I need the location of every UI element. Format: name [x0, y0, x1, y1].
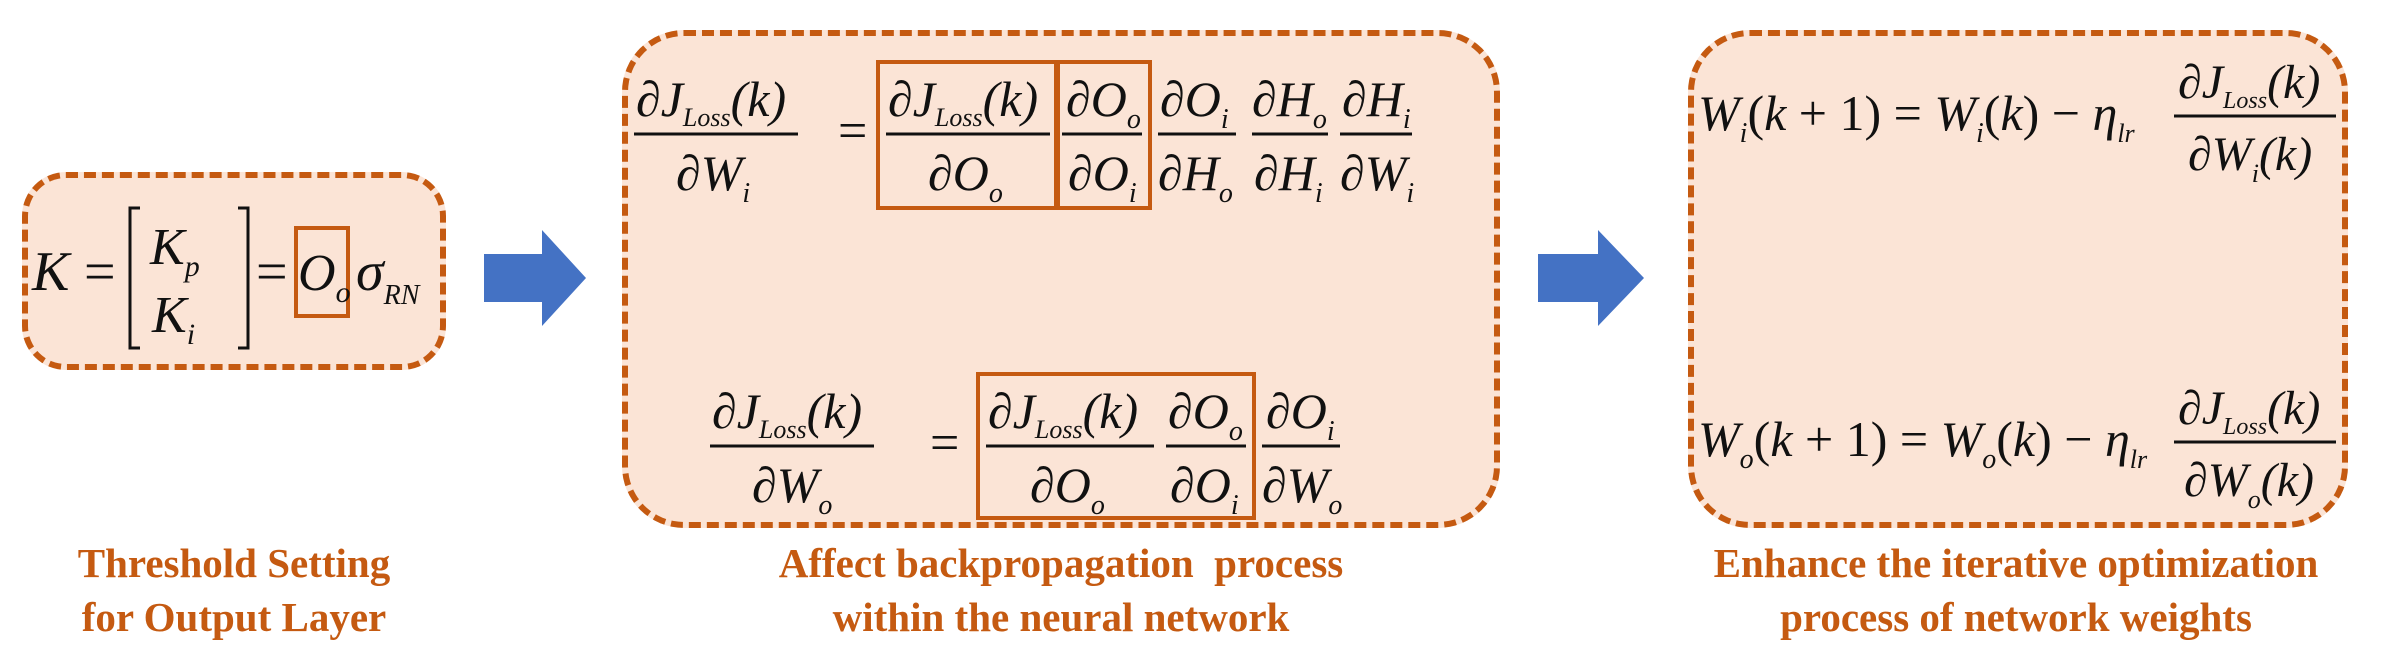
- svg-text:∂Wo: ∂Wo: [752, 457, 832, 521]
- svg-text:∂Wi: ∂Wi: [1340, 145, 1414, 209]
- svg-text:∂Wo: ∂Wo: [1262, 457, 1342, 521]
- right-arrow-icon: [484, 230, 586, 326]
- svg-text:∂JLoss(k): ∂JLoss(k): [888, 71, 1038, 132]
- svg-text:∂Oi: ∂Oi: [1068, 145, 1137, 209]
- svg-text:Oo: Oo: [298, 245, 351, 309]
- backpropagation-caption: Affect backpropagation process within th…: [622, 536, 1500, 644]
- caption-line: process of network weights: [1780, 594, 2252, 640]
- svg-text:∂Oo: ∂Oo: [928, 145, 1003, 209]
- svg-text:∂Wo(k): ∂Wo(k): [2184, 454, 2314, 514]
- svg-text:∂Oi: ∂Oi: [1160, 71, 1229, 135]
- svg-text:=: =: [930, 415, 959, 472]
- svg-text:σRN: σRN: [356, 241, 421, 311]
- svg-text:∂Ho: ∂Ho: [1252, 71, 1327, 135]
- svg-text:∂Oo: ∂Oo: [1030, 457, 1105, 521]
- backprop-equations: ∂JLoss(k) ∂Wi = ∂JLoss(k) ∂Oo ∂Oo ∂Oi ∂O…: [634, 60, 1414, 521]
- threshold-caption: Threshold Setting for Output Layer: [0, 536, 468, 644]
- svg-text:=: =: [256, 241, 288, 303]
- weight-update-panel: [1688, 30, 2348, 528]
- right-arrow-icon: [1538, 230, 1644, 326]
- svg-text:∂JLoss(k): ∂JLoss(k): [636, 71, 786, 132]
- svg-text:=: =: [838, 103, 867, 160]
- svg-text:∂JLoss(k): ∂JLoss(k): [712, 383, 862, 444]
- caption-line: Affect backpropagation process: [778, 540, 1344, 586]
- svg-text:∂Oo: ∂Oo: [1066, 71, 1141, 135]
- caption-line: Enhance the iterative optimization: [1713, 540, 2319, 586]
- svg-text:∂Oo: ∂Oo: [1168, 383, 1243, 447]
- svg-text:=: =: [84, 241, 116, 303]
- svg-text:∂JLoss(k): ∂JLoss(k): [2178, 56, 2320, 114]
- svg-text:Kp: Kp: [149, 219, 200, 283]
- caption-line: Threshold Setting: [77, 540, 391, 586]
- svg-text:Wi(k + 1) = Wi(k) − ηlr: Wi(k + 1) = Wi(k) − ηlr: [1698, 85, 2136, 149]
- svg-text:∂Ho: ∂Ho: [1158, 145, 1233, 209]
- threshold-panel: [22, 172, 446, 370]
- svg-text:Wo(k + 1) = Wo(k) − ηlr: Wo(k + 1) = Wo(k) − ηlr: [1698, 411, 2148, 475]
- svg-text:∂Hi: ∂Hi: [1254, 145, 1323, 209]
- weight-update-caption: Enhance the iterative optimization proce…: [1640, 536, 2392, 644]
- svg-text:Ki: Ki: [151, 287, 195, 351]
- threshold-equation: K = Kp Ki = Oo σRN: [31, 206, 421, 351]
- caption-line: within the neural network: [832, 594, 1290, 640]
- svg-text:∂JLoss(k): ∂JLoss(k): [2178, 382, 2320, 440]
- svg-text:K: K: [31, 241, 72, 303]
- svg-text:∂Oi: ∂Oi: [1170, 457, 1239, 521]
- svg-text:∂Hi: ∂Hi: [1342, 71, 1411, 135]
- svg-text:∂Wi(k): ∂Wi(k): [2188, 128, 2312, 188]
- svg-text:∂Oi: ∂Oi: [1266, 383, 1335, 447]
- svg-text:∂JLoss(k): ∂JLoss(k): [988, 383, 1138, 444]
- caption-line: for Output Layer: [81, 594, 387, 640]
- weight-update-equations: Wi(k + 1) = Wi(k) − ηlr ∂JLoss(k) ∂Wi(k)…: [1698, 56, 2336, 514]
- svg-text:∂Wi: ∂Wi: [676, 145, 750, 209]
